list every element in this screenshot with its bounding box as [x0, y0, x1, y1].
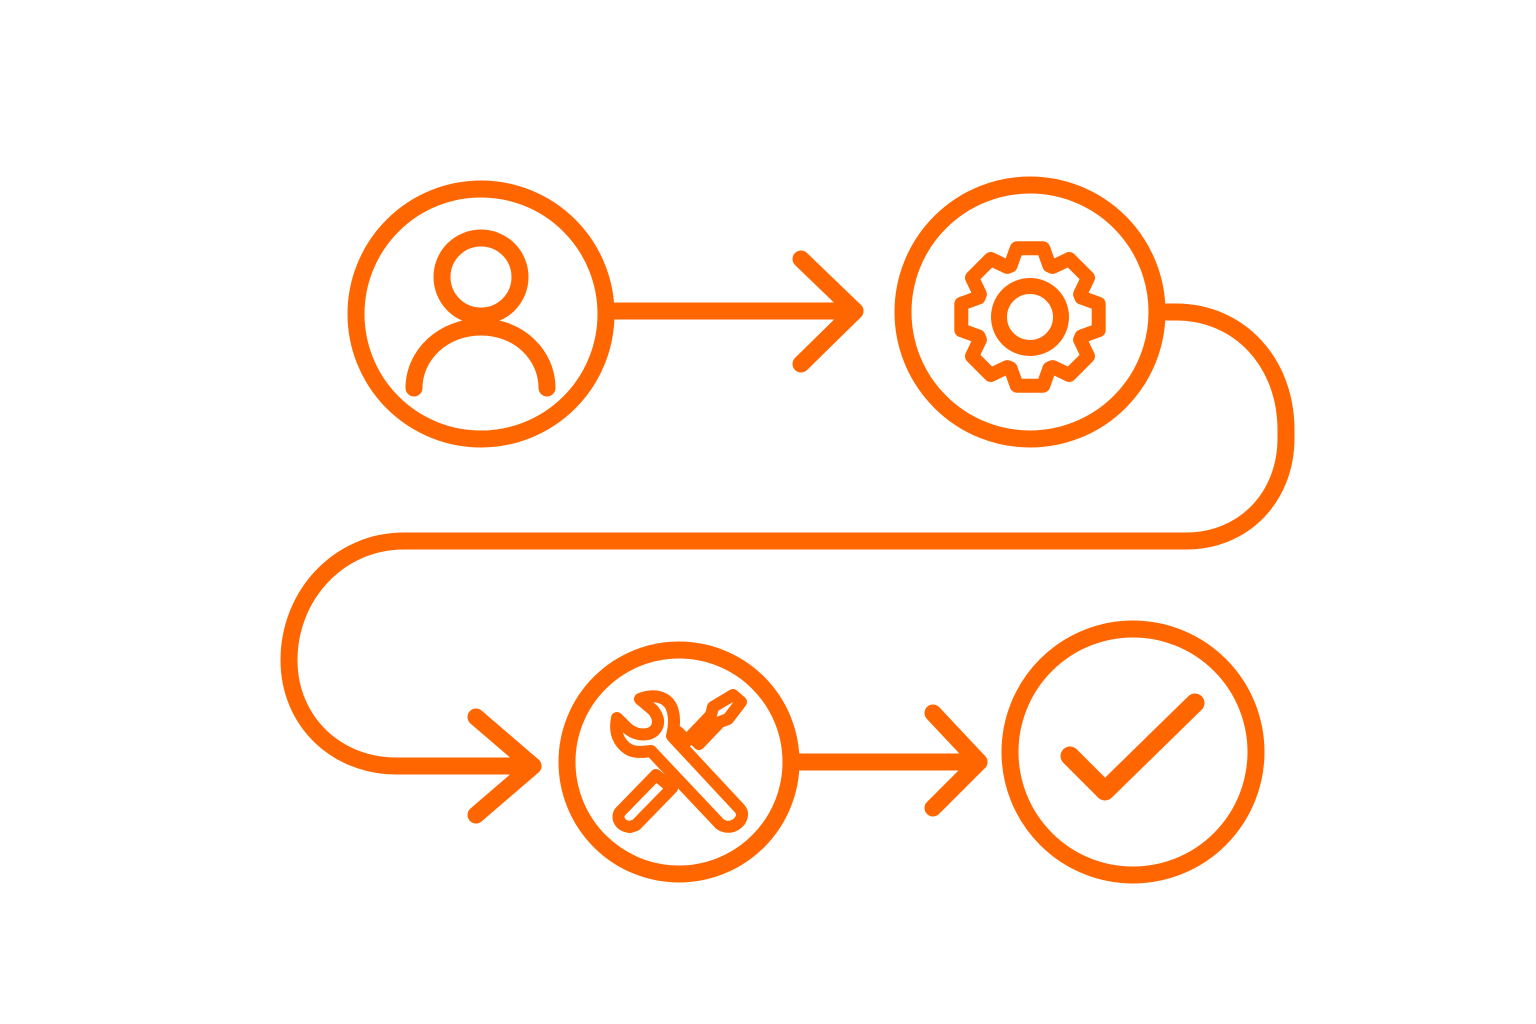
- step-user-node: [347, 180, 615, 448]
- step-settings-node: [894, 176, 1166, 448]
- connector-arrow-tools-to-done: [788, 704, 988, 817]
- wrench-icon: [610, 690, 748, 833]
- node-circle: [558, 641, 800, 883]
- node-circle: [894, 176, 1166, 448]
- gear-icon: [954, 241, 1106, 393]
- node-circle: [1001, 620, 1265, 884]
- user-icon: [405, 229, 556, 397]
- wrench-screwdriver-icon: [610, 689, 748, 833]
- node-circle: [347, 180, 615, 448]
- screwdriver-icon: [612, 689, 747, 833]
- checkmark-icon: [1060, 693, 1205, 801]
- connector-arrow-user-to-settings: [605, 250, 864, 373]
- step-done-node: [1001, 620, 1265, 884]
- step-tools-node: [558, 641, 800, 883]
- connector-arrow-settings-to-tools: [280, 303, 1295, 824]
